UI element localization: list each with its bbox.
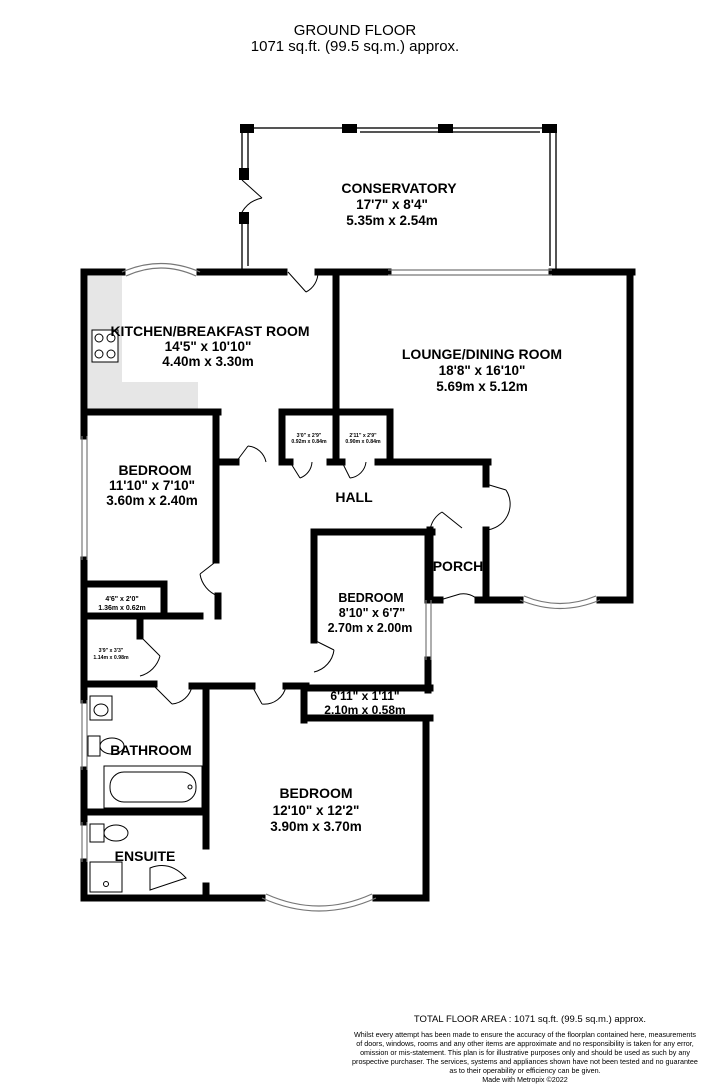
conservatory-metric: 5.35m x 2.54m [346,213,438,228]
bedroom-main-metric: 3.90m x 3.70m [270,819,362,834]
bedroom-mid-imperial: 8'10" x 6'7" [339,606,406,620]
cupboard-4-metric: 1.14m x 0.98m [93,655,129,661]
kitchen-name: KITCHEN/BREAKFAST ROOM [110,323,309,339]
cupboard-2-imperial: 2'11" x 2'9" [349,433,377,439]
disclaimer-line: Whilst every attempt has been made to en… [354,1030,696,1039]
disclaimer-line: omission or mis-statement. This plan is … [360,1048,690,1057]
hall-name: HALL [335,489,373,505]
ensuite-basin-icon [149,865,187,891]
shower-icon [89,861,123,893]
disclaimer-line: of doors, windows, rooms and any other i… [356,1039,694,1048]
lounge-metric: 5.69m x 5.12m [436,379,528,394]
conservatory-imperial: 17'7" x 8'4" [356,197,428,212]
kitchen-imperial: 14'5" x 10'10" [165,339,252,354]
conservatory-posts [239,124,557,224]
disclaimer-line: as to their operability or efficiency ca… [449,1066,601,1075]
bath-icon [103,765,203,809]
walls [80,268,636,902]
floor-area: 1071 sq.ft. (99.5 sq.m.) approx. [250,38,460,55]
disclaimer: Whilst every attempt has been made to en… [345,1030,705,1084]
cupboard-2-metric: 0.90m x 0.84m [345,439,381,445]
cupboard-1-metric: 0.92m x 0.84m [291,439,327,445]
bedroom-left-imperial: 11'10" x 7'10" [109,478,195,493]
kitchen-worktop [88,276,198,410]
lounge-imperial: 18'8" x 16'10" [439,363,526,378]
cupboard-3-imperial: 4'6" x 2'0" [105,596,138,603]
bedroom-main-name: BEDROOM [279,785,352,801]
toilet-icon [87,735,125,757]
conservatory-name: CONSERVATORY [341,180,457,196]
floor-plan: CONSERVATORY 17'7" x 8'4" 5.35m x 2.54m … [80,124,636,912]
bedroom-mid-name: BEDROOM [338,591,403,605]
cupboard-3-metric: 1.36m x 0.62m [98,605,145,612]
bedroom-left-metric: 3.60m x 2.40m [106,493,198,508]
bedroom-mid-metric: 2.70m x 2.00m [328,621,413,635]
conservatory-door-swing [241,179,263,213]
ensuite-name: ENSUITE [115,848,176,864]
bathroom-name: BATHROOM [110,742,191,758]
disclaimer-line: prospective purchaser. The services, sys… [352,1057,698,1066]
floor-title: GROUND FLOOR [293,22,417,39]
conservatory-frame [241,127,557,270]
doors [139,271,511,705]
cupboard-5-imperial: 6'11" x 1'11" [330,689,399,703]
lounge-name: LOUNGE/DINING ROOM [402,346,562,362]
porch-name: PORCH [433,558,484,574]
bedroom-left-name: BEDROOM [118,462,191,478]
cupboard-4-imperial: 3'9" x 3'3" [99,648,124,654]
ensuite-toilet-icon [89,823,129,843]
hob-icon [91,329,119,363]
basin-icon [89,695,113,721]
cupboard-1-imperial: 3'0" x 2'9" [297,433,322,439]
bedroom-main-imperial: 12'10" x 12'2" [273,803,360,818]
kitchen-metric: 4.40m x 3.30m [162,354,254,369]
windows [81,262,601,912]
total-floor-area: TOTAL FLOOR AREA : 1071 sq.ft. (99.5 sq.… [413,1014,647,1025]
cupboard-5-metric: 2.10m x 0.58m [324,703,405,717]
